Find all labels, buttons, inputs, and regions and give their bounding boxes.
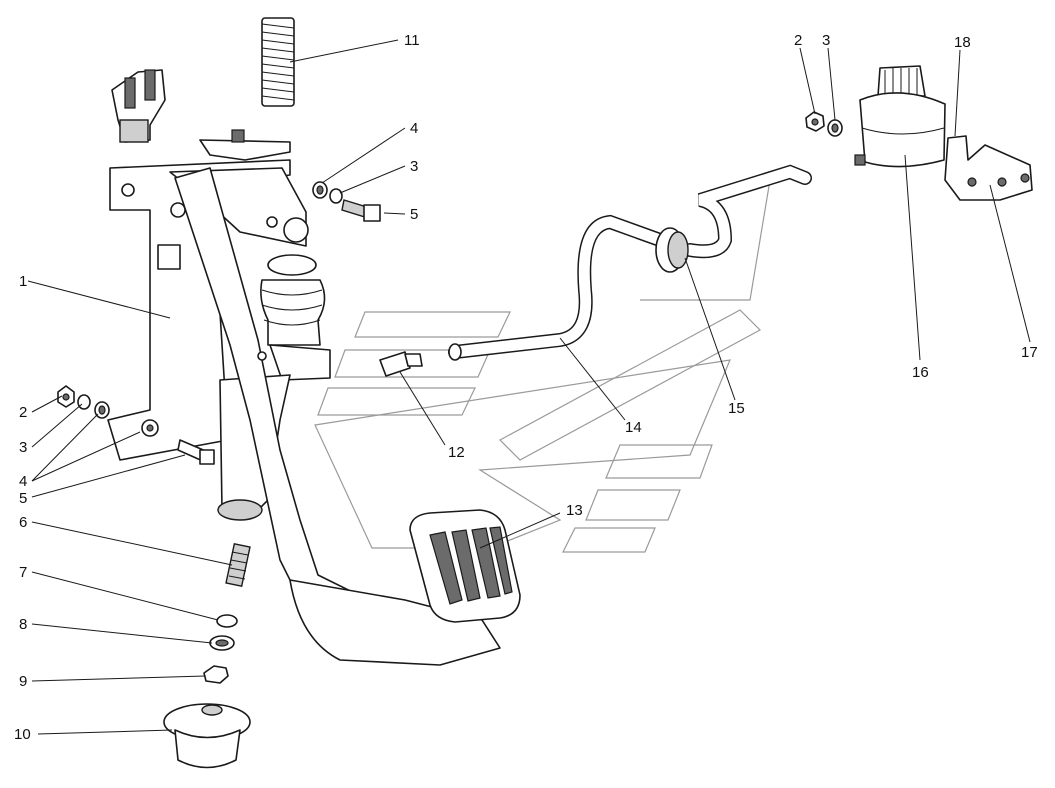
callout-labels: 1 2 3 4 5 6 7 8 9 10 11 4 3 5 12 13 14 1… <box>14 32 1038 743</box>
washer-part-8 <box>209 635 235 651</box>
spring-part-11 <box>261 17 295 107</box>
label-5-top: 5 <box>410 206 418 223</box>
label-9: 9 <box>19 673 27 690</box>
reservoir-part-16 <box>854 65 946 168</box>
clutch-pedal-arm <box>174 167 501 666</box>
bolt-part-6 <box>225 542 251 588</box>
label-3-top-right: 3 <box>822 32 830 49</box>
label-15: 15 <box>728 400 745 417</box>
label-5-left: 5 <box>19 490 27 507</box>
top-fasteners <box>312 181 381 222</box>
label-8: 8 <box>19 616 27 633</box>
nut-part-9 <box>203 665 229 684</box>
stopper-part-10 <box>163 703 251 769</box>
label-6: 6 <box>19 514 27 531</box>
label-17: 17 <box>1021 344 1038 361</box>
left-fasteners <box>57 385 110 419</box>
pedal-bracket <box>107 129 291 461</box>
bolt-lower-left <box>177 439 215 465</box>
background-watermark <box>314 179 771 553</box>
label-7: 7 <box>19 564 27 581</box>
grommet-part-15 <box>655 227 689 273</box>
label-4-left: 4 <box>19 473 27 490</box>
clevis-fork <box>111 69 166 143</box>
fitting-part-12 <box>379 351 423 377</box>
bracket-part-17 <box>944 135 1033 201</box>
top-right-fasteners <box>805 111 843 137</box>
label-2-top-right: 2 <box>794 32 802 49</box>
washer-part-7 <box>216 614 238 628</box>
label-10: 10 <box>14 726 31 743</box>
label-1: 1 <box>19 273 27 290</box>
label-4-top: 4 <box>410 120 418 137</box>
label-18: 18 <box>954 34 971 51</box>
label-12: 12 <box>448 444 465 461</box>
hose-part-14 <box>448 164 812 361</box>
label-16: 16 <box>912 364 929 381</box>
pedal-pad-part-13 <box>409 509 521 623</box>
label-11: 11 <box>404 32 420 49</box>
label-3-left: 3 <box>19 439 27 456</box>
label-13: 13 <box>566 502 583 519</box>
label-3-top: 3 <box>410 158 418 175</box>
label-14: 14 <box>625 419 642 436</box>
label-2-left: 2 <box>19 404 27 421</box>
leader-lines <box>27 39 1031 735</box>
